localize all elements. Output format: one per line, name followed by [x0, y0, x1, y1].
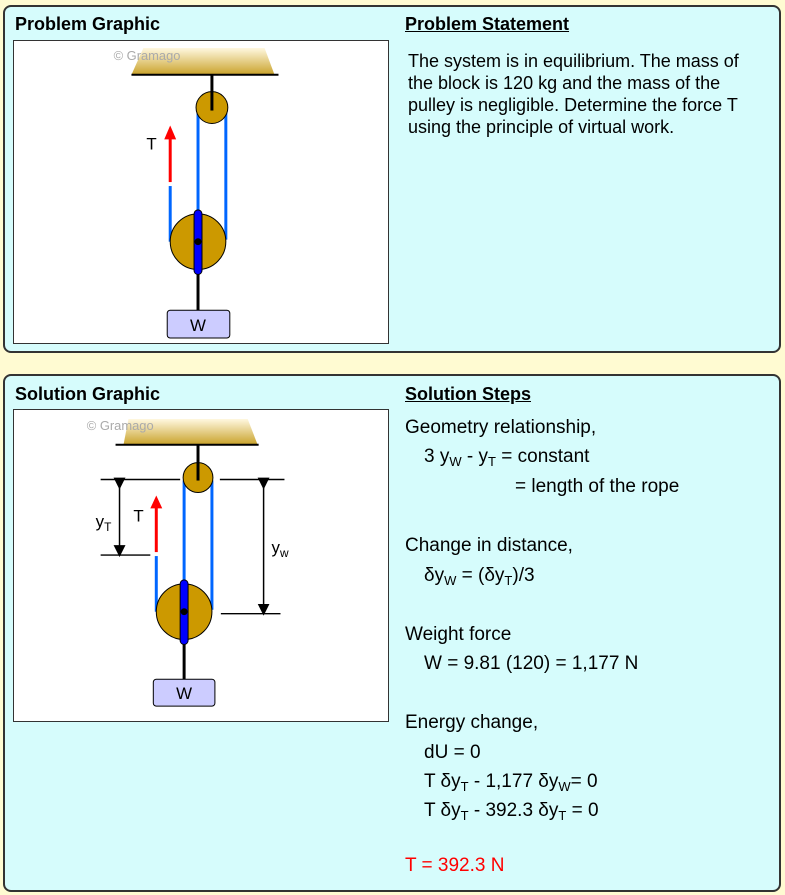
step-energy-eq2: T δyT - 1,177 δyW= 0	[424, 771, 598, 794]
label-yT: yT	[96, 512, 112, 534]
step-energy-eq3: T δyT - 392.3 δyT = 0	[424, 800, 599, 823]
label-W: W	[176, 684, 192, 703]
label-T: T	[146, 134, 156, 153]
step-energy-heading: Energy change,	[405, 712, 539, 733]
solution-graphic-title: Solution Graphic	[15, 384, 161, 404]
step-geometry-heading: Geometry relationship,	[405, 417, 597, 438]
problem-panel: Problem Graphic Problem Statement © Gram…	[3, 5, 781, 353]
problem-statement: The system is in equilibrium. The mass o…	[408, 51, 739, 137]
step-geometry-eq2: = length of the rope	[515, 476, 680, 497]
problem-graphic: © Gramago T W	[13, 40, 389, 344]
solution-graphic: © Gramago T yT yw W	[13, 409, 389, 722]
step-distance-eq: δyW = (δyT)/3	[424, 565, 535, 588]
step-weight-heading: Weight force	[405, 624, 512, 645]
solution-diagram: © Gramago T yT yw W	[87, 418, 289, 707]
problem-graphic-title: Problem Graphic	[15, 14, 161, 34]
ceiling	[131, 47, 275, 75]
step-geometry-eq: 3 yW - yT = constant	[424, 446, 590, 469]
watermark: © Gramago	[114, 48, 181, 63]
watermark: © Gramago	[87, 418, 154, 433]
step-energy-eq1: dU = 0	[424, 742, 481, 763]
step-weight-eq: W = 9.81 (120) = 1,177 N	[424, 653, 639, 674]
block-W	[152, 678, 216, 707]
solution-panel: Solution Graphic Solution Steps © Gramag…	[3, 374, 781, 892]
pulley-diagram: © Gramago T W	[114, 47, 279, 339]
ceiling	[123, 418, 258, 445]
block-W	[166, 309, 231, 339]
answer: T = 392.3 N	[405, 855, 505, 876]
label-W: W	[190, 316, 206, 335]
step-distance-heading: Change in distance,	[405, 535, 573, 556]
problem-statement-title: Problem Statement	[405, 14, 570, 34]
solution-steps-title: Solution Steps	[405, 384, 531, 404]
label-yw: yw	[272, 538, 289, 560]
label-T: T	[133, 506, 143, 525]
